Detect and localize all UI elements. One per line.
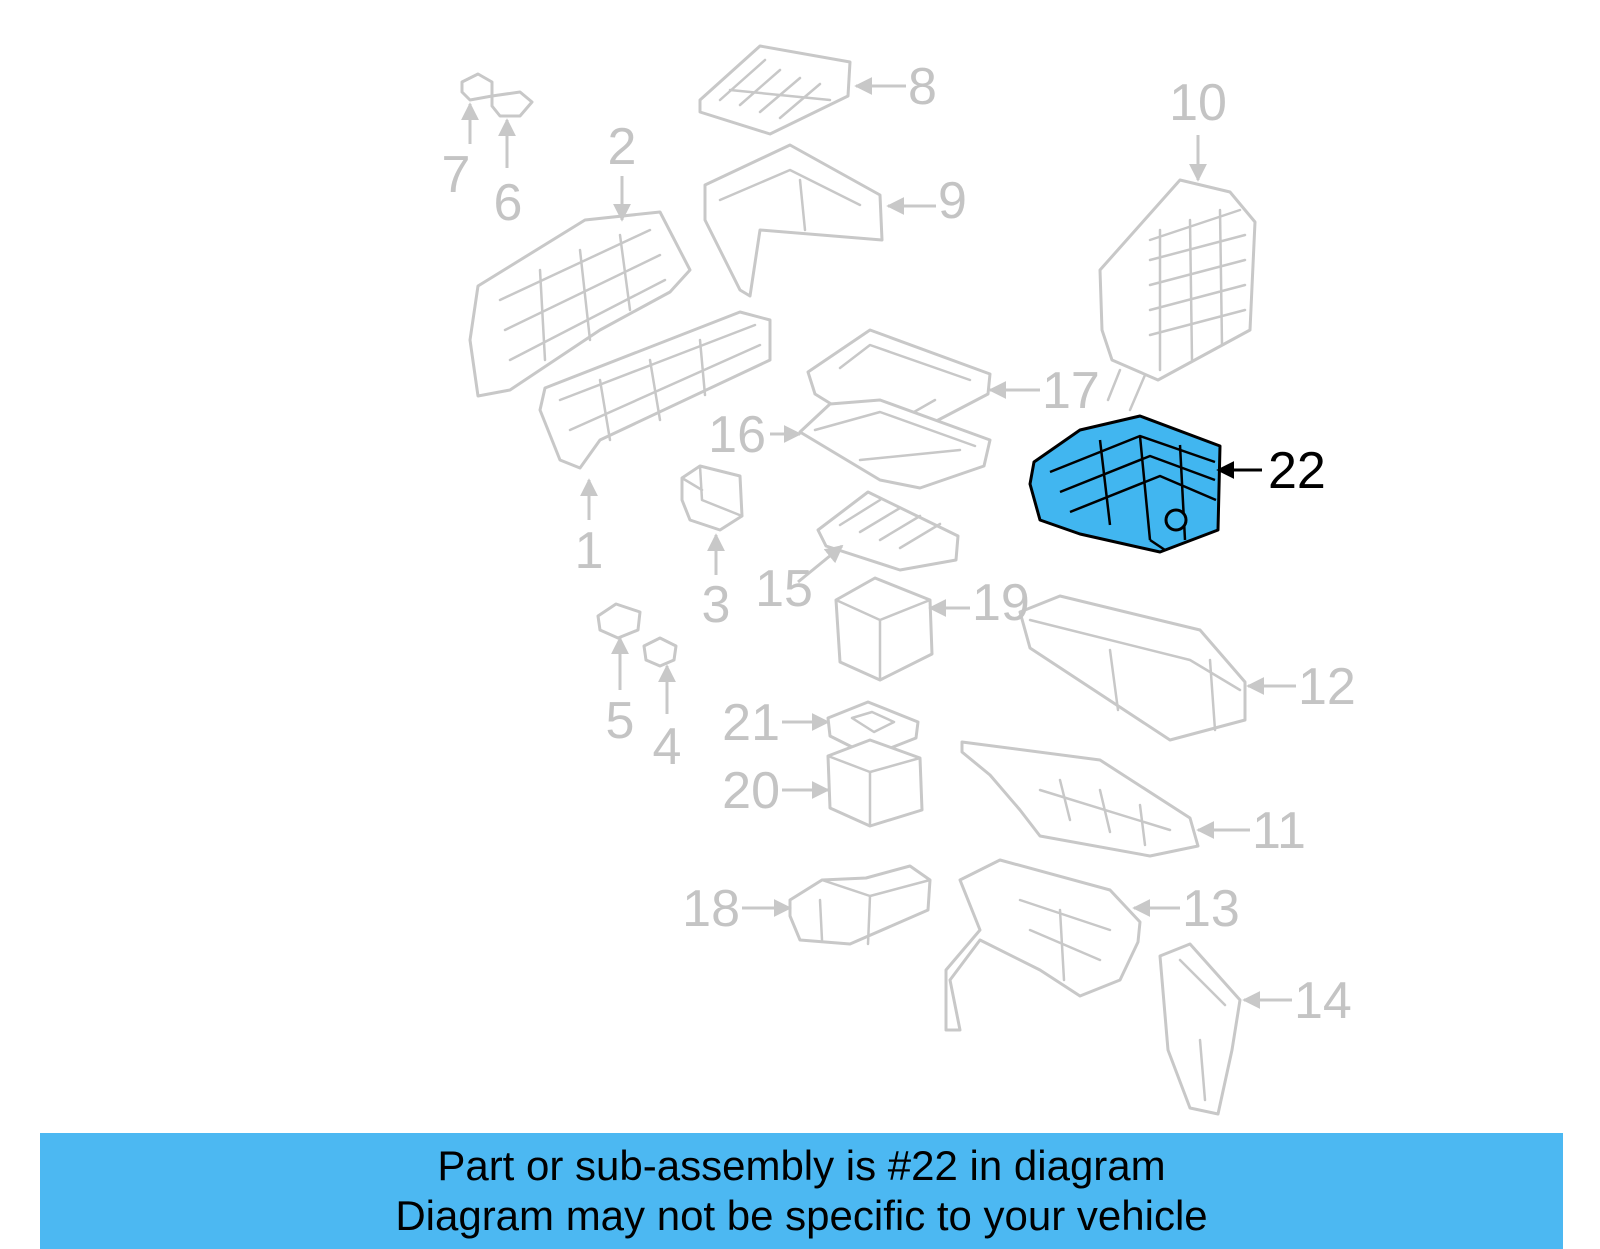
leader-lines <box>461 77 1296 1009</box>
part-6 <box>490 90 534 118</box>
part-12 <box>1018 594 1247 742</box>
part-20 <box>826 738 924 828</box>
callout-14: 14 <box>1294 972 1352 1030</box>
parts-diagram: 7 6 2 8 9 10 17 16 1 3 15 19 12 5 4 21 2… <box>442 44 1356 1116</box>
callout-15: 15 <box>755 560 813 618</box>
part-18 <box>788 864 932 946</box>
callout-21: 21 <box>722 694 780 752</box>
part-4 <box>642 636 678 668</box>
callout-20: 20 <box>722 762 780 820</box>
callout-11: 11 <box>1252 802 1306 860</box>
part-9 <box>703 143 884 298</box>
part-14 <box>1158 942 1242 1116</box>
callout-numbers: 7 6 2 8 9 10 17 16 1 3 15 19 12 5 4 21 2… <box>442 58 1356 1030</box>
part-21 <box>826 700 920 758</box>
callout-1: 1 <box>575 522 604 580</box>
callout-10: 10 <box>1169 74 1227 132</box>
part-16 <box>798 398 992 490</box>
part-8 <box>698 44 852 136</box>
callout-6: 6 <box>494 174 523 232</box>
part-19 <box>834 576 934 682</box>
callout-8: 8 <box>908 58 937 116</box>
part-15 <box>816 490 960 572</box>
part-2 <box>468 210 692 398</box>
info-banner: Part or sub-assembly is #22 in diagram D… <box>40 1133 1563 1249</box>
part-1 <box>538 310 772 470</box>
callout-18: 18 <box>682 880 740 938</box>
part-10 <box>1098 178 1257 412</box>
part-22-highlighted <box>1028 414 1222 554</box>
callout-16: 16 <box>708 406 766 464</box>
callout-22: 22 <box>1268 442 1326 500</box>
callout-13: 13 <box>1182 880 1240 938</box>
callout-4: 4 <box>653 718 682 776</box>
callout-2: 2 <box>608 118 637 176</box>
callout-12: 12 <box>1298 658 1356 716</box>
part-13 <box>944 858 1142 1032</box>
callout-17: 17 <box>1042 362 1100 420</box>
part-7 <box>460 72 494 102</box>
callout-5: 5 <box>606 692 635 750</box>
callout-19: 19 <box>972 574 1030 632</box>
callout-7: 7 <box>442 146 471 204</box>
banner-line-2: Diagram may not be specific to your vehi… <box>395 1192 1208 1239</box>
callout-3: 3 <box>702 576 731 634</box>
part-11 <box>960 740 1200 858</box>
part-5 <box>596 602 642 640</box>
banner-line-1: Part or sub-assembly is #22 in diagram <box>437 1142 1166 1189</box>
callout-9: 9 <box>938 172 967 230</box>
part-3 <box>680 464 744 532</box>
